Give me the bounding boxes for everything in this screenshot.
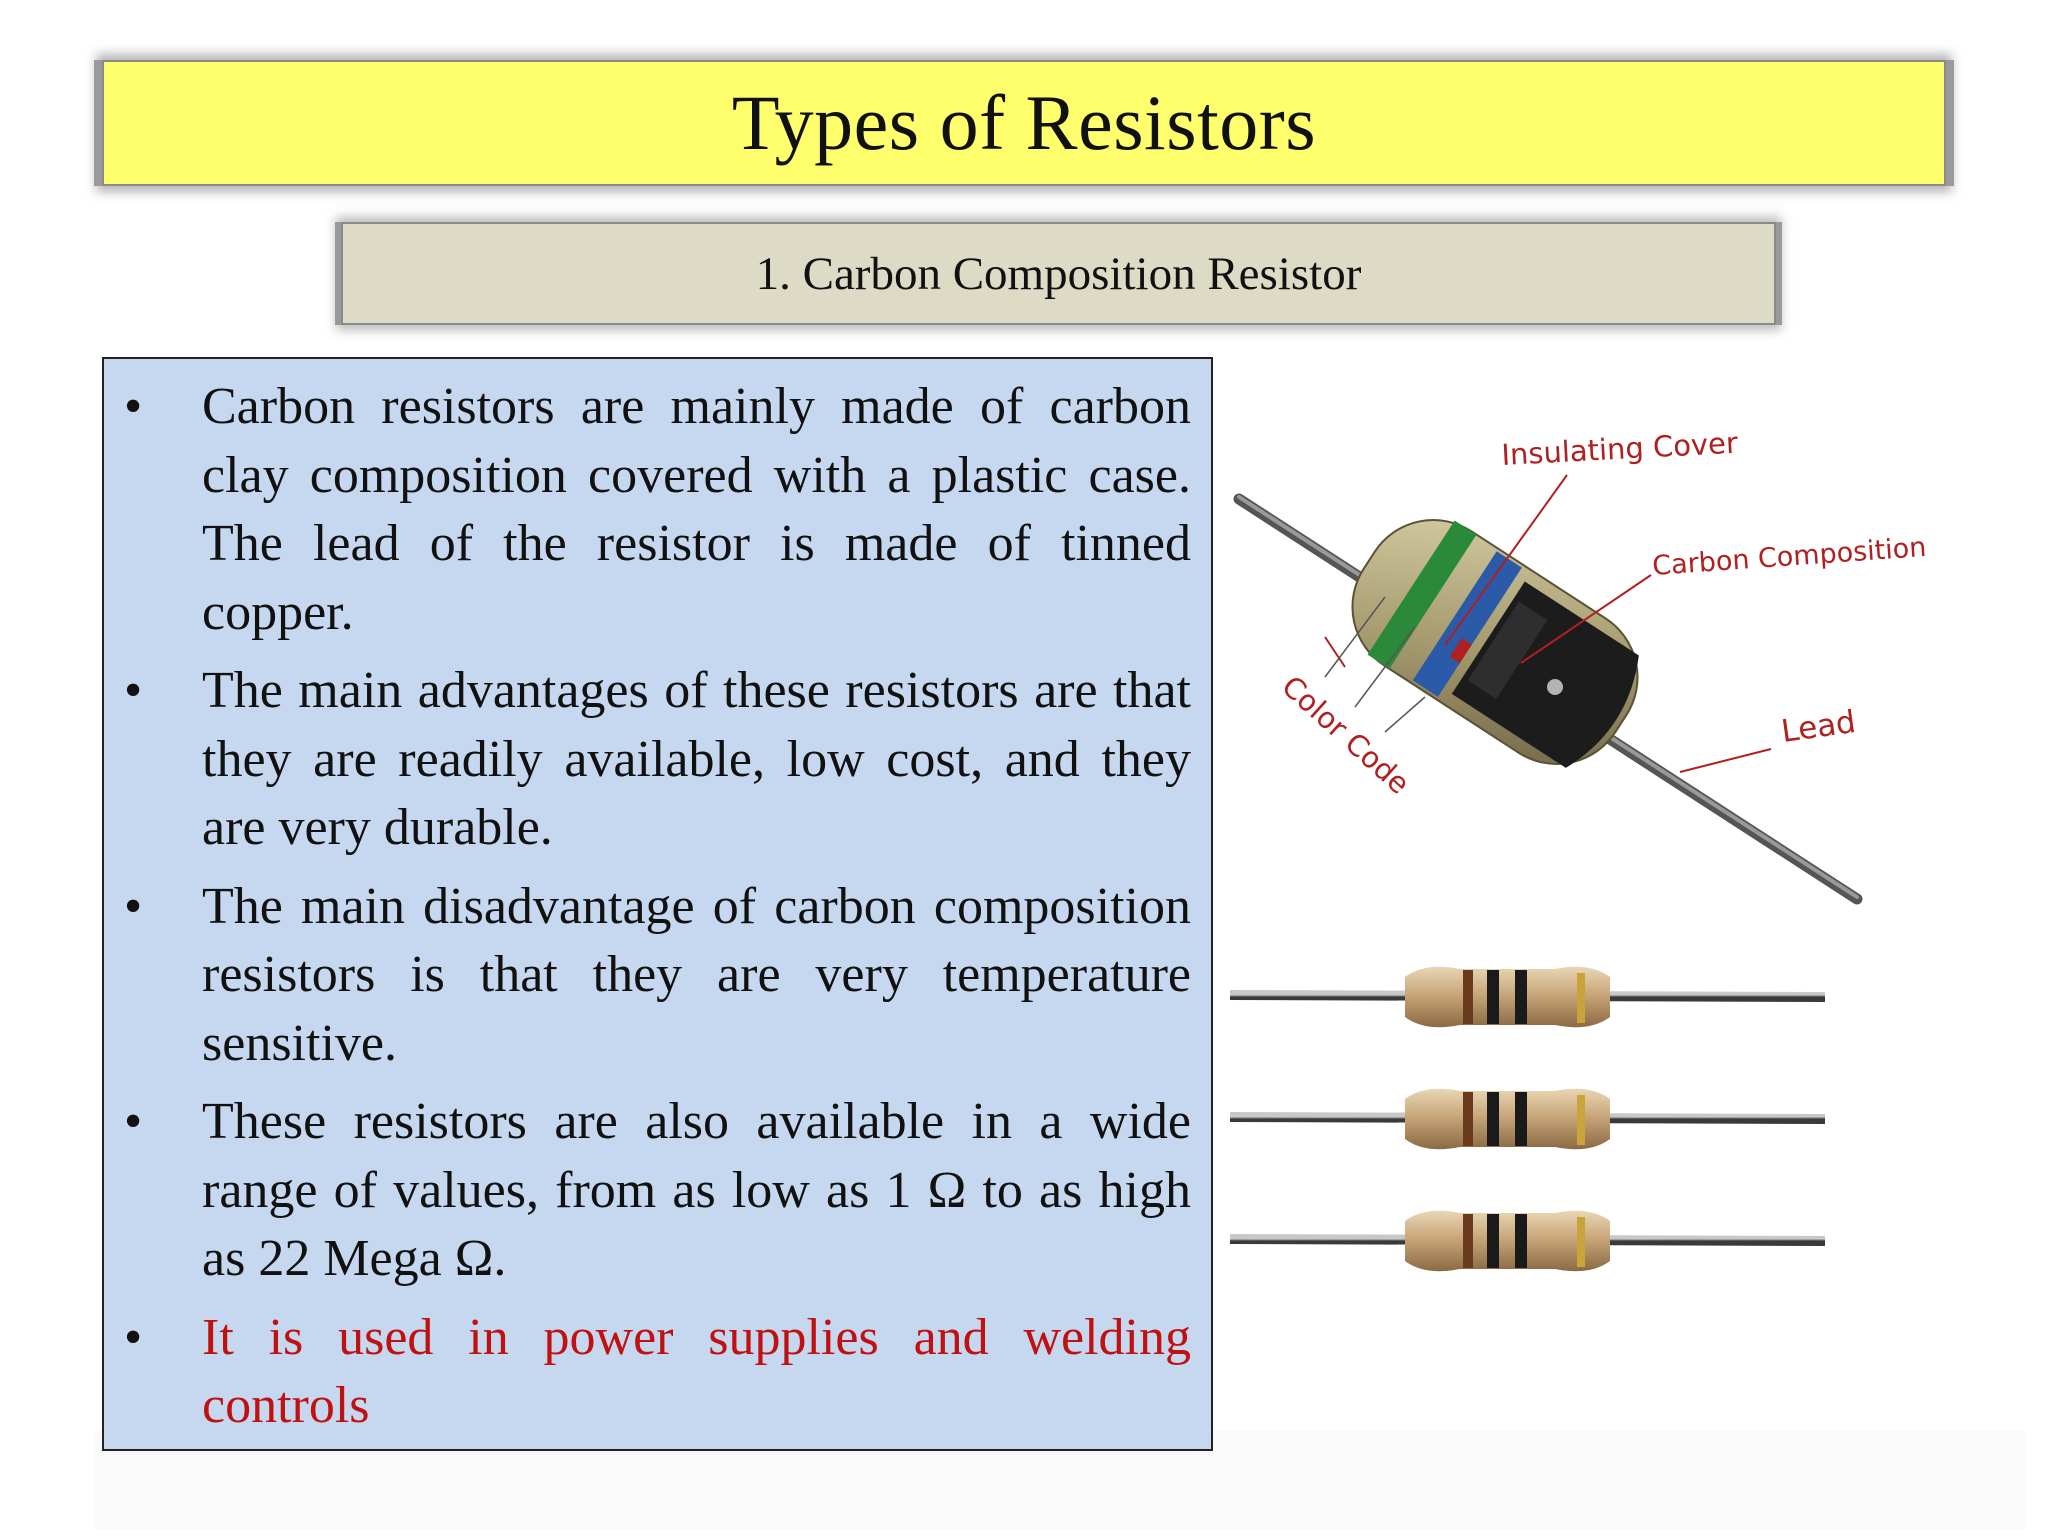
bullet-item: • Carbon resistors are mainly made of ca…: [104, 373, 1191, 647]
bullet-text: It is used in power supplies and welding…: [202, 1308, 1191, 1435]
bullet-marker: •: [124, 1308, 143, 1366]
color-band-blue: [1412, 551, 1522, 697]
subtitle-banner: 1. Carbon Composition Resistor: [341, 222, 1776, 325]
cutaway-resistor: [1233, 493, 1863, 905]
bullet-list: • Carbon resistors are mainly made of ca…: [104, 373, 1191, 1441]
label-lead: Lead: [1779, 704, 1858, 750]
bullet-marker: •: [124, 378, 143, 435]
carbon-composition-core: [1451, 581, 1639, 768]
label-insulating-cover: Insulating Cover: [1501, 426, 1739, 472]
bullet-text: The main disadvantage of carbon composit…: [202, 877, 1191, 1072]
label-color-code: Color Code: [1275, 669, 1416, 801]
color-band-green: [1367, 520, 1477, 669]
bullet-marker: •: [124, 662, 143, 719]
resistor-figure: Insulating Cover Carbon Composition Lead…: [1225, 357, 2025, 1451]
bullet-item: • The main disadvantage of carbon compos…: [104, 873, 1191, 1079]
resistor-illustration: Insulating Cover Carbon Composition Lead…: [1229, 426, 1927, 1272]
bullet-text-box: • Carbon resistors are mainly made of ca…: [102, 357, 1213, 1451]
label-carbon-composition: Carbon Composition: [1651, 532, 1927, 582]
pointer-lines: [1324, 474, 1772, 773]
bullet-text: These resistors are also available in a …: [202, 1093, 1191, 1287]
bullet-text: Carbon resistors are mainly made of carb…: [202, 378, 1191, 641]
resistor-photo-3: [1229, 1210, 1826, 1272]
bullet-marker: •: [124, 877, 143, 935]
resistor-photo-2: [1229, 1088, 1826, 1150]
title-banner: Types of Resistors: [102, 60, 1946, 186]
bullet-marker: •: [124, 1093, 143, 1150]
bullet-item: • The main advantages of these resistors…: [104, 657, 1191, 863]
slide-subtitle: 1. Carbon Composition Resistor: [755, 247, 1362, 300]
bullet-text: The main advantages of these resistors a…: [202, 662, 1191, 856]
bullet-item-highlight: • It is used in power supplies and weldi…: [104, 1304, 1191, 1441]
slide-title: Types of Resistors: [731, 79, 1317, 166]
bullet-item: • These resistors are also available in …: [104, 1088, 1191, 1294]
resistor-photo-1: [1229, 966, 1826, 1028]
